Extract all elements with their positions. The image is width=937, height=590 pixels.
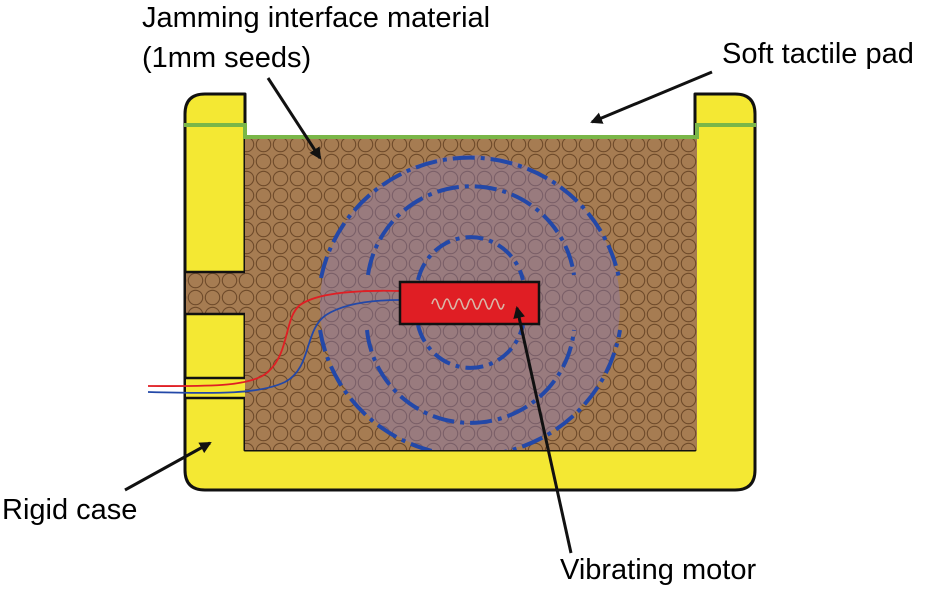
motor-coil: [431, 298, 505, 310]
arrow-jamming: [266, 77, 322, 160]
arrow-motor: [513, 306, 573, 554]
label-jamming-material: Jamming interface material: [142, 2, 491, 34]
wire-red: [147, 289, 401, 387]
wire-blue: [147, 299, 401, 394]
label-rigid-case: Rigid case: [2, 494, 138, 526]
wave-outer: [319, 155, 621, 279]
wave-inner: [416, 235, 525, 281]
arrow-soft-pad: [590, 70, 713, 124]
label-vibrating-motor: Vibrating motor: [560, 554, 757, 586]
wall-cable-slot: [186, 378, 245, 398]
wave-middle: [366, 184, 576, 276]
soft-tactile-pad: [184, 123, 756, 139]
wave-outer-lower: [318, 329, 622, 450]
wave-inner-lower: [416, 324, 525, 370]
wave-middle-lower: [365, 329, 576, 425]
arrow-rigid-case: [124, 441, 212, 492]
label-jamming-seeds: (1mm seeds): [142, 42, 312, 74]
wall-channel-upper: [186, 272, 245, 314]
label-soft-tactile-pad: Soft tactile pad: [722, 38, 914, 70]
